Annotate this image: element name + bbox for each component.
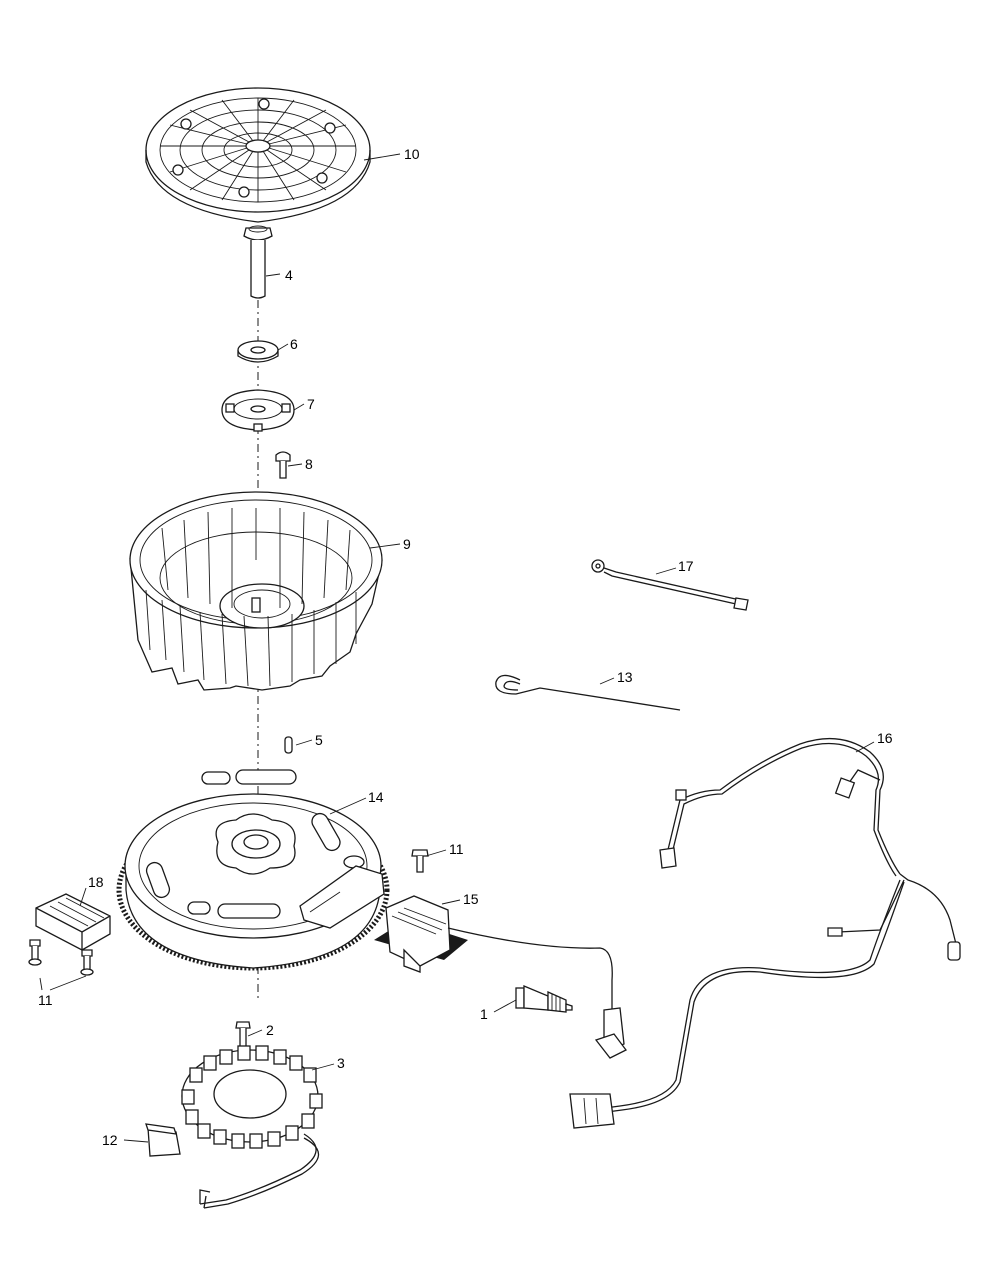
callout-3: 3 bbox=[337, 1055, 345, 1071]
stator-screw-part bbox=[235, 1021, 251, 1049]
callout-12: 12 bbox=[102, 1132, 118, 1148]
callout-8: 8 bbox=[305, 456, 313, 472]
coil-bolt-part bbox=[411, 849, 429, 873]
washer-part bbox=[237, 340, 279, 363]
callout-11-lower: 11 bbox=[38, 992, 53, 1008]
callout-7: 7 bbox=[307, 396, 315, 412]
fan-screen-part bbox=[145, 87, 371, 223]
leader-lines bbox=[39, 153, 875, 1143]
callout-10: 10 bbox=[404, 146, 420, 162]
dowel-pin-part bbox=[284, 736, 293, 754]
wire-harness-part bbox=[569, 738, 961, 1129]
callout-11-upper: 11 bbox=[449, 841, 464, 857]
cooling-fan-part bbox=[129, 491, 383, 691]
callout-9: 9 bbox=[403, 536, 411, 552]
callout-16: 16 bbox=[877, 730, 893, 746]
callout-5: 5 bbox=[315, 732, 323, 748]
callout-1: 1 bbox=[480, 1006, 488, 1022]
fan-screw-part bbox=[275, 451, 291, 479]
ignition-coil-part bbox=[374, 895, 627, 1059]
callout-6: 6 bbox=[290, 336, 298, 352]
clip-part bbox=[145, 1123, 181, 1157]
flywheel-bolt-part bbox=[243, 225, 273, 299]
cable-tie-part bbox=[495, 674, 681, 711]
callout-13: 13 bbox=[617, 669, 633, 685]
lock-plate-part bbox=[221, 389, 295, 432]
callout-14: 14 bbox=[368, 789, 384, 805]
callout-17: 17 bbox=[678, 558, 694, 574]
callout-18: 18 bbox=[88, 874, 104, 890]
rectifier-bolts-part bbox=[28, 939, 94, 976]
stator-part bbox=[181, 1045, 323, 1209]
flywheel-part bbox=[116, 769, 390, 971]
spark-plug-part bbox=[515, 985, 573, 1013]
callout-2: 2 bbox=[266, 1022, 274, 1038]
callout-4: 4 bbox=[285, 267, 293, 283]
callout-labels: 10 4 6 7 8 9 5 14 11 15 18 1 2 3 12 11 1… bbox=[38, 146, 893, 1148]
ground-wire-part bbox=[591, 559, 749, 611]
rectifier-part bbox=[35, 893, 111, 951]
callout-15: 15 bbox=[463, 891, 479, 907]
